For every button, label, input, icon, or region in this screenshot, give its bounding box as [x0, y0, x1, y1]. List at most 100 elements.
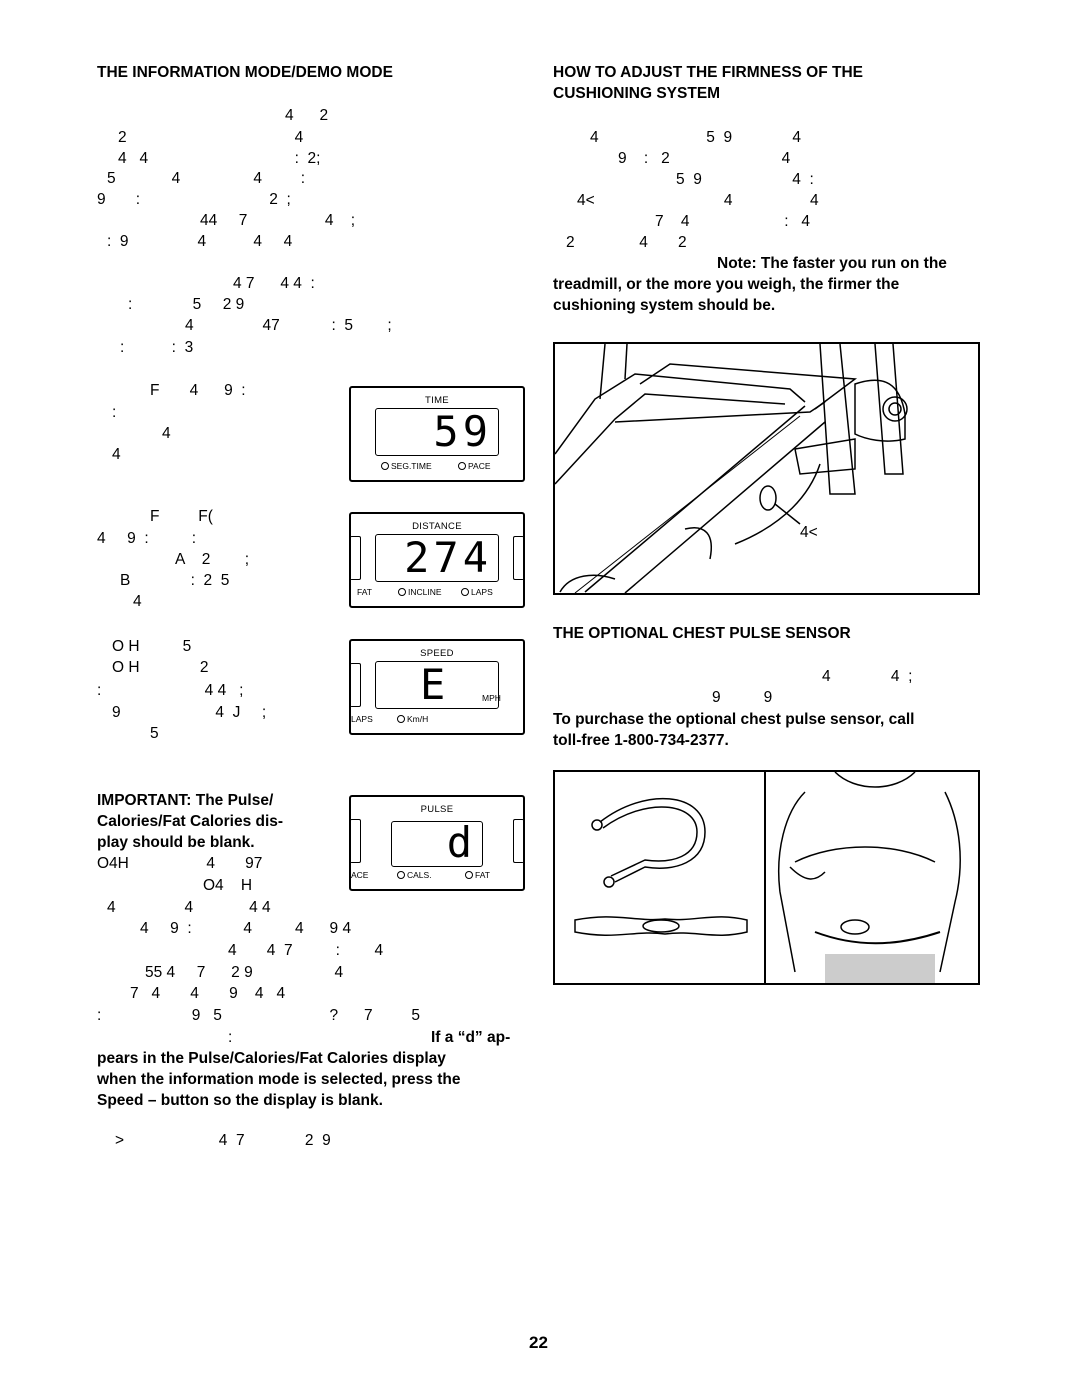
text-line: 2 4 2 [566, 234, 687, 251]
text-line: 4 9 : 4 4 9 4 [140, 920, 352, 937]
note-start: Note: The faster you run on the [717, 255, 947, 272]
chest-pulse-sensor-figure [553, 770, 980, 985]
adjacent-window-left [350, 819, 361, 863]
text-line: 9 : 2 4 [618, 150, 791, 167]
text-line: 5 4 4 : [107, 170, 306, 187]
section-heading-cushioning: HOW TO ADJUST THE FIRMNESS OF THE CUSHIO… [553, 62, 863, 104]
text-line: B : 2 5 [120, 572, 230, 589]
text-line: IMPORTANT: The Pulse/ [97, 792, 274, 809]
heading-line: HOW TO ADJUST THE FIRMNESS OF THE [553, 64, 864, 81]
pulse-display: PULSE d ACE CALS. FAT [349, 795, 525, 891]
indicator-light-icon [397, 715, 405, 723]
display-label: SPEED [420, 648, 454, 659]
text-line: : 5 2 9 [128, 296, 245, 313]
text-line: treadmill, or the more you weigh, the fi… [553, 276, 900, 293]
text-line: : : 3 [120, 339, 194, 356]
indicator-mph: MPH [482, 693, 501, 703]
text-line: 2 4 [118, 129, 304, 146]
text-line: 4 4 4 4 [107, 899, 271, 916]
text-line: : [112, 404, 117, 421]
text-line: pears in the Pulse/Calories/Fat Calories… [97, 1050, 446, 1067]
indicator-fat: FAT [465, 870, 490, 880]
indicator-pace: PACE [458, 461, 491, 471]
indicator-incline: INCLINE [398, 587, 442, 597]
text-line: Calories/Fat Calories dis- [97, 813, 284, 830]
adjacent-window-right [513, 536, 524, 580]
display-digits: 59 [433, 407, 492, 456]
text-line: > 4 7 2 9 [115, 1132, 331, 1149]
indicator-light-icon [398, 588, 406, 596]
text-line: : 9 5 ? 7 5 [97, 1007, 421, 1024]
text-line: Speed – button so the display is blank. [97, 1092, 383, 1109]
chest-sensor-illustration [574, 771, 961, 983]
indicator-seg-time: SEG.TIME [381, 461, 432, 471]
display-digits: E [420, 660, 450, 709]
indicator-pace-partial: ACE [351, 870, 369, 880]
indicator-light-icon [381, 462, 389, 470]
page-number: 22 [529, 1333, 548, 1352]
text-line: toll-free 1-800-734-2377. [553, 732, 729, 749]
text-line: 4 7 4 4 : [233, 275, 315, 292]
text-line: 7 4 : 4 [655, 213, 811, 230]
text-line: O H 2 [112, 659, 209, 676]
section-heading-information-mode: THE INFORMATION MODE/DEMO MODE [97, 64, 393, 81]
indicator-light-icon [458, 462, 466, 470]
text-line: 9 4 J ; [112, 704, 267, 721]
text-line: : [228, 1029, 233, 1046]
text-line: 4 2 [285, 107, 329, 124]
adjacent-window-left [350, 536, 361, 580]
adjacent-window-right [513, 819, 524, 863]
text-line: To purchase the optional chest pulse sen… [553, 711, 915, 728]
text-line: 4 [133, 593, 142, 610]
display-window: E [375, 660, 499, 709]
indicator-light-icon [397, 871, 405, 879]
indicator-kmh: Km/H [397, 714, 428, 724]
text-line: O4 H [203, 877, 253, 894]
indicator-cals: CALS. [397, 870, 432, 880]
time-display: TIME 59 SEG.TIME PACE [349, 386, 525, 482]
firmness-note: treadmill, or the more you weigh, the fi… [553, 274, 993, 316]
text-line: 5 [150, 725, 159, 742]
text-line: 4 9 : : [97, 530, 197, 547]
distance-display: DISTANCE 274 FAT INCLINE LAPS [349, 512, 525, 608]
important-note: IMPORTANT: The Pulse/ Calories/Fat Calor… [97, 790, 327, 853]
text-line: 5 9 4 : [676, 171, 814, 188]
display-digits: 274 [404, 533, 492, 582]
text-line: 55 4 7 2 9 4 [145, 964, 344, 981]
text-line: 4 47 : 5 ; [185, 317, 392, 334]
indicator-laps: LAPS [461, 587, 493, 597]
text-line: 9 : 2 ; [97, 191, 291, 208]
text-line: cushioning system should be. [553, 297, 776, 314]
text-line: when the information mode is selected, p… [97, 1071, 461, 1088]
text-line: 4 [162, 425, 171, 442]
treadmill-illustration [554, 343, 908, 594]
text-line: 4 4 ; [822, 668, 913, 685]
adjacent-window-left [350, 663, 361, 707]
d-note: pears in the Pulse/Calories/Fat Calories… [97, 1048, 537, 1111]
text-line: 7 4 4 9 4 4 [130, 985, 286, 1002]
text-line: 4 5 9 4 [590, 129, 802, 146]
text-line: O4H 4 97 [97, 855, 263, 872]
display-window: 59 [375, 407, 499, 456]
display-window: 274 [375, 533, 499, 582]
text-line: : 9 4 4 4 [107, 233, 293, 250]
text-line: 44 7 4 ; [200, 212, 356, 229]
purchase-note: To purchase the optional chest pulse sen… [553, 709, 993, 751]
treadmill-cushion-figure: 4< [553, 342, 980, 595]
text-line: 9 9 [712, 689, 773, 706]
text-line: 4< 4 4 [577, 192, 819, 209]
figure-callout: 4< [800, 524, 818, 541]
text-line: play should be blank. [97, 834, 255, 851]
display-window: d [391, 818, 483, 867]
heading-line: CUSHIONING SYSTEM [553, 85, 721, 102]
text-line: 4 4 : 2; [118, 150, 321, 167]
text-line: A 2 ; [175, 551, 250, 568]
text-line: O H 5 [112, 638, 192, 655]
text-line: : 4 4 ; [97, 682, 244, 699]
indicator-fat: FAT [357, 587, 372, 597]
text-line: 4 4 7 : 4 [228, 942, 384, 959]
d-note-start: If a “d” ap- [431, 1029, 511, 1046]
indicator-light-icon [465, 871, 473, 879]
section-heading-chest-pulse: THE OPTIONAL CHEST PULSE SENSOR [553, 625, 851, 642]
display-label: DISTANCE [412, 521, 462, 532]
